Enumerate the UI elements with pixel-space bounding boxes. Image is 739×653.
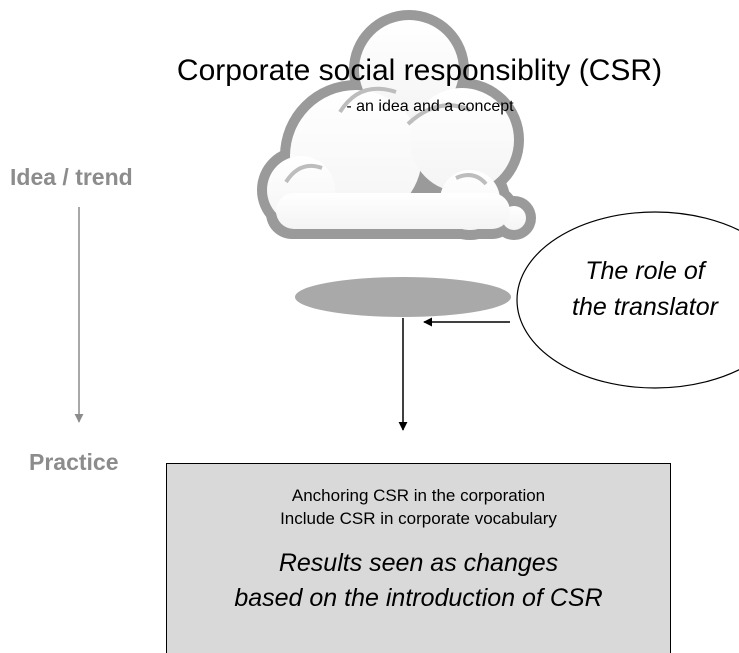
- cloud-icon: [257, 10, 536, 240]
- result-line-2: based on the introduction of CSR: [234, 584, 603, 612]
- result-line-1: Results seen as changes: [278, 549, 559, 577]
- idea-trend-label: Idea / trend: [10, 164, 133, 190]
- translator-text: The role of the translator: [540, 253, 739, 325]
- practice-line-1: Anchoring CSR in the corporation: [291, 486, 546, 505]
- cloud-shadow: [295, 277, 511, 317]
- practice-line-2: Include CSR in corporate vocabulary: [280, 509, 557, 528]
- practice-box: Anchoring CSR in the corporation Include…: [166, 463, 671, 653]
- translator-line-1: The role of: [585, 257, 705, 285]
- diagram-title: Corporate social responsiblity (CSR): [176, 54, 663, 87]
- translator-ellipse: [516, 211, 739, 389]
- diagram-subtitle: - an idea and a concept: [346, 98, 514, 115]
- practice-label: Practice: [29, 449, 119, 475]
- translator-line-2: the translator: [572, 293, 718, 321]
